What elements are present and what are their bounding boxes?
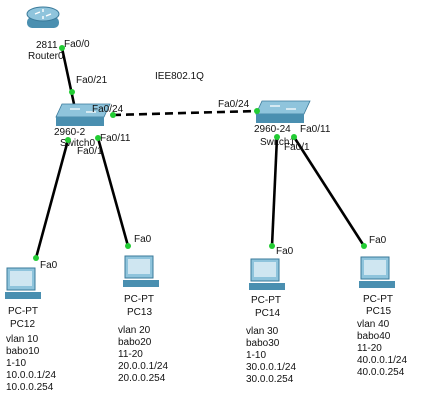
port-dot xyxy=(274,134,280,140)
router-name: Router0 xyxy=(28,51,64,62)
switch-0[interactable]: 2960-2 Switch0 Fa0/21 Fa0/24 Fa0/11 Fa0/… xyxy=(54,75,131,157)
links xyxy=(34,47,366,259)
pc13-port: Fa0 xyxy=(134,234,152,245)
switch-icon xyxy=(55,103,111,126)
port-dot xyxy=(95,135,101,141)
pc14-type: PC-PT xyxy=(251,295,281,306)
pc-15[interactable]: Fa0 PC-PT PC15 vlan 40 babo40 11-20 40.0… xyxy=(357,235,407,378)
pc14-ip: 30.0.0.1/24 xyxy=(246,362,296,373)
pc13-ports: 11-20 xyxy=(118,349,143,360)
link-switch1-pc15 xyxy=(292,136,366,247)
pc13-name-vlan: babo20 xyxy=(118,337,152,348)
pc14-vlan: vlan 30 xyxy=(246,326,279,337)
switch0-model-label: 2960-2 xyxy=(54,127,86,138)
pc12-name: PC12 xyxy=(10,319,35,330)
pc12-ports: 1-10 xyxy=(6,358,26,369)
switch1-port-left: Fa0/1 xyxy=(284,142,310,153)
port-dot xyxy=(361,243,367,249)
pc14-port: Fa0 xyxy=(276,246,294,257)
port-dot xyxy=(33,255,39,261)
pc15-port: Fa0 xyxy=(369,235,387,246)
pc14-name: PC14 xyxy=(255,308,280,319)
link-switch0-switch1 xyxy=(112,109,258,117)
router-model-label: 2811 xyxy=(36,40,58,51)
pc14-gateway: 30.0.0.254 xyxy=(246,374,294,385)
pc15-gateway: 40.0.0.254 xyxy=(357,367,405,378)
pc12-ip: 10.0.0.1/24 xyxy=(6,370,56,381)
trunk-label: IEE802.1Q xyxy=(155,71,204,82)
port-indicators xyxy=(33,45,367,261)
pc15-type: PC-PT xyxy=(363,294,393,305)
switch1-name: Switch1 xyxy=(260,137,295,148)
switch0-port-trunk: Fa0/24 xyxy=(92,104,124,115)
pc14-name-vlan: babo30 xyxy=(246,338,280,349)
pc15-ports: 11-20 xyxy=(357,343,382,354)
pc-icon xyxy=(249,258,285,290)
port-dot xyxy=(65,137,71,143)
switch0-port-right: Fa0/11 xyxy=(100,133,131,144)
router-icon xyxy=(26,6,60,28)
switch1-port-trunk: Fa0/24 xyxy=(218,99,250,110)
port-dot xyxy=(69,89,75,95)
pc12-type: PC-PT xyxy=(8,306,38,317)
port-dot xyxy=(125,243,131,249)
pc-13[interactable]: Fa0 PC-PT PC13 vlan 20 babo20 11-20 20.0… xyxy=(118,234,168,384)
port-dot xyxy=(110,112,116,118)
pc12-port: Fa0 xyxy=(40,260,58,271)
switch-icon xyxy=(255,100,311,123)
router-port-label: Fa0/0 xyxy=(64,39,90,50)
pc15-ip: 40.0.0.1/24 xyxy=(357,355,407,366)
link-switch0-pc13 xyxy=(96,137,130,247)
pc12-vlan: vlan 10 xyxy=(6,334,39,345)
pc15-vlan: vlan 40 xyxy=(357,319,390,330)
pc-icon xyxy=(123,255,159,287)
pc12-gateway: 10.0.0.254 xyxy=(6,382,54,393)
switch0-port-left: Fa0/1 xyxy=(77,146,103,157)
pc15-name: PC15 xyxy=(366,306,391,317)
port-dot xyxy=(59,45,65,51)
switch1-port-right: Fa0/11 xyxy=(300,124,331,135)
link-switch1-pc14 xyxy=(270,136,279,247)
pc13-ip: 20.0.0.1/24 xyxy=(118,361,168,372)
pc-icon xyxy=(5,267,41,299)
router-0[interactable]: 2811 Router0 Fa0/0 xyxy=(26,6,90,62)
link-router-switch0 xyxy=(60,47,76,105)
port-dot xyxy=(269,243,275,249)
pc13-name: PC13 xyxy=(127,307,152,318)
pc12-name-vlan: babo10 xyxy=(6,346,40,357)
port-dot xyxy=(254,108,260,114)
switch0-name: Switch0 xyxy=(60,138,95,149)
pc13-type: PC-PT xyxy=(124,294,154,305)
link-switch0-pc12 xyxy=(34,139,70,259)
pc-14[interactable]: Fa0 PC-PT PC14 vlan 30 babo30 1-10 30.0.… xyxy=(246,246,296,385)
switch0-port-up: Fa0/21 xyxy=(76,75,108,86)
pc13-gateway: 20.0.0.254 xyxy=(118,373,166,384)
pc14-ports: 1-10 xyxy=(246,350,266,361)
port-dot xyxy=(291,134,297,140)
switch1-model-label: 2960-24 xyxy=(254,124,291,135)
pc13-vlan: vlan 20 xyxy=(118,325,151,336)
switch-1[interactable]: 2960-24 Switch1 Fa0/24 Fa0/11 Fa0/1 xyxy=(218,99,331,153)
pc-12[interactable]: Fa0 PC-PT PC12 vlan 10 babo10 1-10 10.0.… xyxy=(5,260,58,393)
pc15-name-vlan: babo40 xyxy=(357,331,391,342)
pc-icon xyxy=(359,256,395,288)
